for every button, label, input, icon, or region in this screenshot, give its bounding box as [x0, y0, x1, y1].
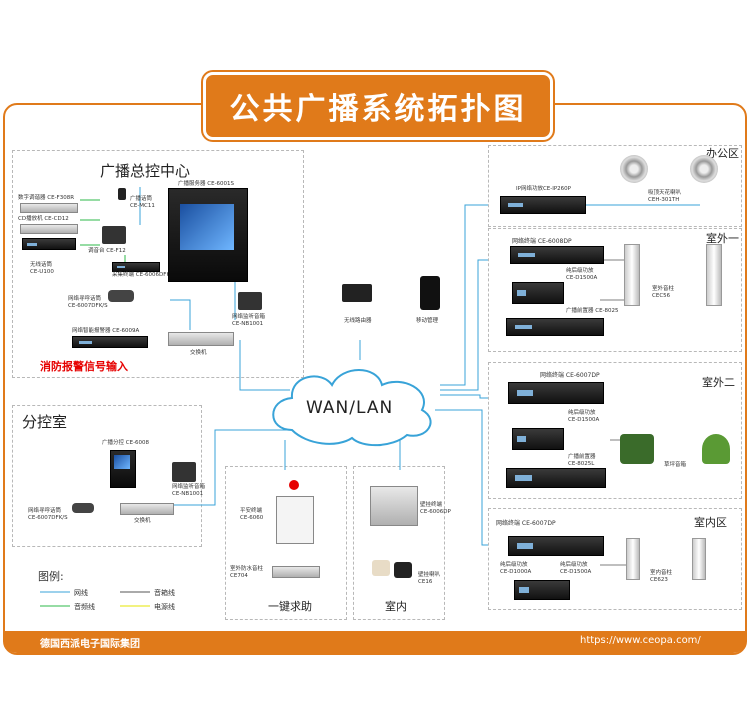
page-title: 公共广播系统拓扑图 [229, 92, 527, 127]
outdoor1-preamp [506, 318, 604, 336]
outdoor1-terminal [510, 246, 604, 264]
lawn-speaker-1 [620, 434, 654, 464]
mobile-icon [420, 276, 440, 310]
switch-center-label: 交换机 [190, 350, 207, 356]
indoor-terminal-label: 网络终端 CE-6007DP [496, 520, 556, 527]
cd-player [20, 224, 78, 234]
zone-control-center-title: 广播总控中心 [100, 162, 191, 180]
server-screen [180, 204, 234, 250]
wan-lan-cloud [272, 369, 432, 447]
sub-pc-label: 广播分控 CE-6008 [102, 440, 150, 446]
outdoor1-amp-label: 纯后级功放 CE-D1500A [566, 268, 598, 281]
sub-monitor-icon [172, 462, 196, 482]
indoor-amp1-label: 纯后级功放 CE-D1000A [500, 562, 532, 575]
indoor-amp [514, 580, 570, 600]
zone-sub-control-title: 分控室 [22, 413, 68, 431]
safety-terminal-label: 平安终端 CE-6060 [240, 508, 264, 521]
wan-lan-label: WAN/LAN [306, 398, 394, 418]
sub-monitor-label: 网络监听音箱 CE-NB1001 [172, 484, 206, 497]
zone-outdoor2-title: 室外二 [702, 376, 735, 389]
wall-speaker-icon [372, 560, 390, 576]
mobile-label: 移动管理 [416, 318, 439, 324]
outdoor1-column-speaker-2 [706, 244, 722, 306]
outdoor-column-speaker [272, 566, 320, 578]
collector-label: 采集终端 CE-6006DFK [112, 272, 171, 278]
wall-speaker-label: 壁挂喇叭 CE16 [418, 572, 441, 585]
router-icon [342, 284, 372, 302]
broadcast-server-label: 广播服务器 CE-6001S [178, 181, 235, 187]
monitor-speaker-icon [238, 292, 262, 310]
legend-title: 图例: [38, 570, 64, 583]
legend-net: 网线 [74, 589, 88, 597]
lawn-speaker-label: 草坪音箱 [664, 462, 687, 468]
outdoor1-preamp-label: 广播前置器 CE-8025 [566, 308, 619, 314]
footer-bar [3, 631, 747, 653]
wireless-mic-label: 无线话筒 CE-U100 [30, 262, 54, 275]
wall-speaker-icon-2 [394, 562, 412, 578]
outdoor2-amp [512, 428, 564, 450]
broadcast-mic-label: 广播话筒 CE-MC11 [130, 196, 155, 209]
digital-tuner [20, 203, 78, 213]
outdoor2-terminal-label: 网络终端 CE-6007DP [540, 372, 600, 379]
outdoor-column-label: 室外防水音柱 CE704 [230, 566, 264, 579]
zone-sub-control [12, 405, 202, 547]
indoor-amp2-label: 纯后级功放 CE-D1500A [560, 562, 592, 575]
collector-terminal [112, 262, 160, 272]
zone-outdoor1-title: 室外一 [706, 232, 739, 245]
legend-power: 电源线 [154, 603, 175, 611]
footer-url[interactable]: https://www.ceopa.com/ [580, 635, 701, 646]
ip-amp-label: IP网络功放CE-IP260P [516, 186, 571, 192]
indoor-column-speaker-1 [626, 538, 640, 580]
cd-player-label: CD播放机 CE-CD12 [18, 216, 69, 222]
outdoor1-column-label: 室外音柱 CEC56 [652, 286, 675, 299]
wall-terminal-label: 壁挂终端 CE-6006DP [420, 502, 451, 515]
wireless-mic-receiver [22, 238, 76, 250]
sub-switch-label: 交换机 [134, 518, 151, 524]
footer-company: 德国西派电子国际集团 [40, 639, 140, 650]
indoor-terminal [508, 536, 604, 556]
wall-terminal [370, 486, 418, 526]
zone-indoor-title: 室内区 [694, 516, 727, 529]
sub-switch [120, 503, 174, 515]
outdoor2-terminal [508, 382, 604, 404]
ceiling-speaker-1 [620, 155, 648, 183]
outdoor1-amp [512, 282, 564, 304]
zone-emergency-title: 一键求助 [268, 600, 312, 613]
zone-indoor-small-title: 室内 [385, 600, 407, 613]
ceiling-speaker-2 [690, 155, 718, 183]
outdoor1-terminal-label: 网络终端 CE-6008DP [512, 238, 572, 245]
outdoor1-column-speaker-1 [624, 244, 640, 306]
zone-office-title: 办公区 [706, 147, 739, 160]
outdoor2-preamp-label: 广播前置器 CE-8025L [568, 454, 596, 467]
safety-terminal [276, 496, 314, 544]
legend-speaker-line: 音箱线 [154, 589, 175, 597]
switch-center [168, 332, 234, 346]
outdoor2-amp-label: 纯后级功放 CE-D1500A [568, 410, 600, 423]
sub-pc-screen [114, 455, 130, 469]
title-banner: 公共广播系统拓扑图 [203, 72, 553, 140]
outdoor2-preamp [506, 468, 606, 488]
mixer-label: 调音台 CE-F12 [88, 248, 126, 254]
indoor-column-label: 室内音柱 CE623 [650, 570, 673, 583]
indoor-column-speaker-2 [692, 538, 706, 580]
alarm-unit-label: 网络智能报警器 CE-6009A [72, 328, 140, 334]
sub-paging-mic-icon [72, 503, 94, 513]
mic-icon [118, 188, 126, 200]
alarm-unit [72, 336, 148, 348]
router-label: 无线路由器 [344, 318, 372, 324]
ip-amp [500, 196, 586, 214]
sub-paging-label: 网络寻呼话筒 CE-6007DFK/S [28, 508, 68, 521]
alarm-light-icon [289, 480, 299, 490]
digital-tuner-label: 数字调谐器 CE-F308R [18, 195, 75, 201]
monitor-speaker-label: 网络监听音箱 CE-NB1001 [232, 314, 266, 327]
paging-mic-label: 网络寻呼话筒 CE-6007DFK/S [68, 296, 108, 309]
ceiling-speaker-label: 吸顶天花喇叭 CEH-301TH [648, 190, 682, 203]
mixer [102, 226, 126, 244]
legend-audio: 音频线 [74, 603, 95, 611]
paging-mic-icon [108, 290, 134, 302]
fire-alarm-input-label: 消防报警信号输入 [40, 360, 128, 373]
lawn-speaker-2 [702, 434, 730, 464]
